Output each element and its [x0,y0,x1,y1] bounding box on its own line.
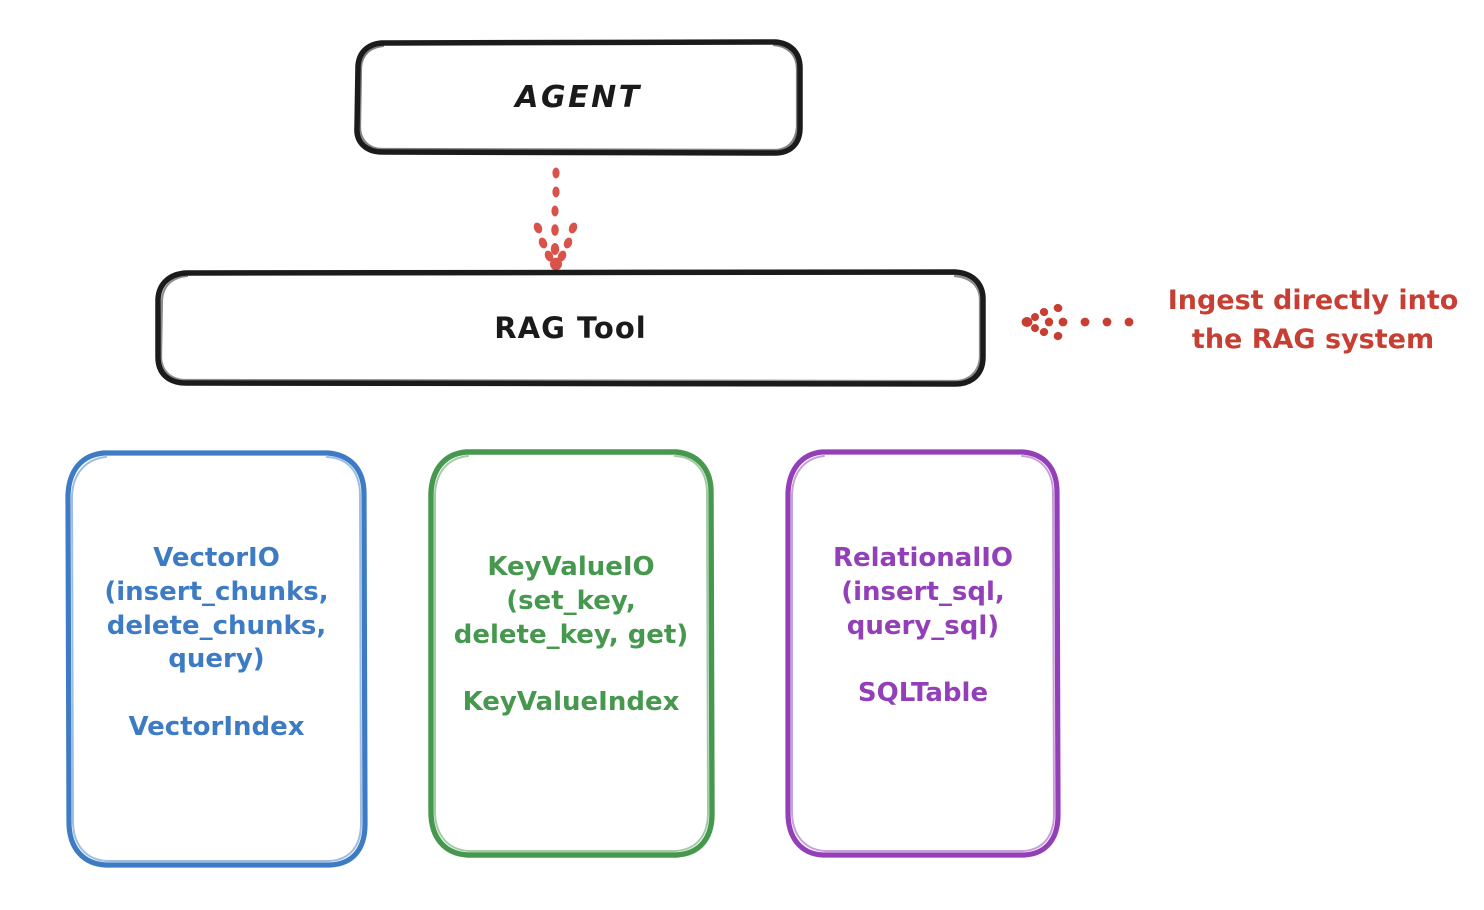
agent-box-sketch-pass [358,43,799,152]
relational-store-node[interactable] [785,449,1061,858]
vector-store-box-sketch-pass [71,456,362,862]
relational-store-box-outline [785,449,1061,858]
vector-store-box-outline [65,450,368,868]
agent-box-outline [354,39,803,156]
rag-tool-node[interactable] [155,269,986,387]
ingest-arrow [1021,303,1134,341]
rag-tool-box-outline [155,269,986,387]
relational-store-box-sketch-pass [791,455,1055,852]
rag-tool-box-sketch-pass [159,274,982,383]
keyvalue-store-box-outline [428,449,715,858]
keyvalue-store-node[interactable] [428,449,715,858]
agent-node[interactable] [354,39,803,156]
agent-to-rag-arrow [533,167,578,271]
keyvalue-store-box-sketch-pass [434,455,709,852]
vector-store-node[interactable] [65,450,368,868]
